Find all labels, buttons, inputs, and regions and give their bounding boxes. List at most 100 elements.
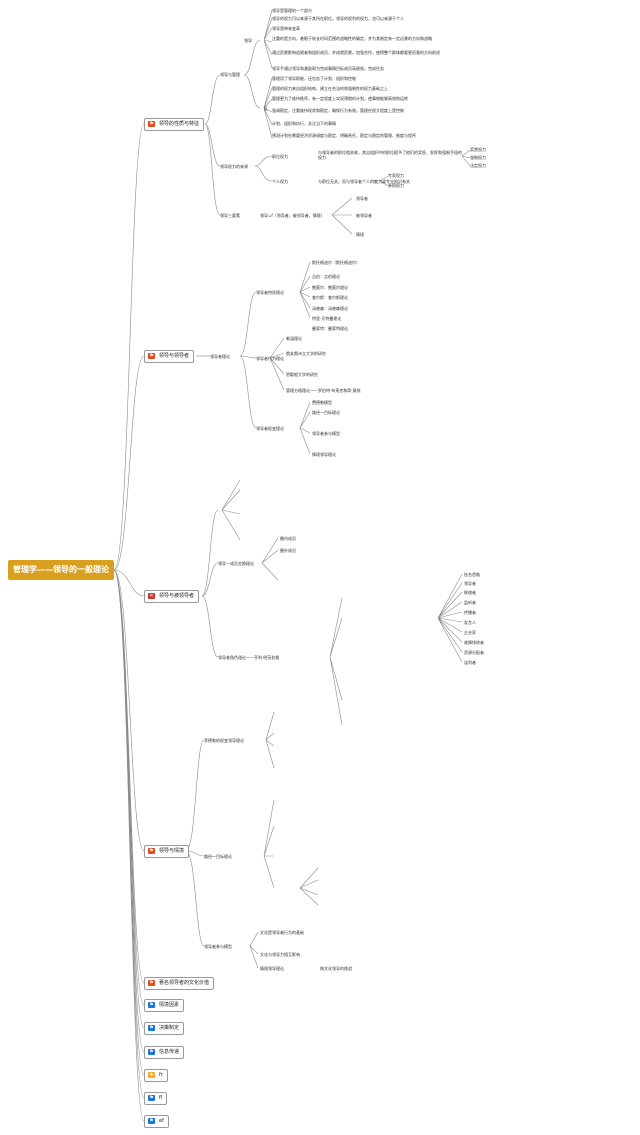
leaf-text: 特里·贝特曼理论 [312,316,342,321]
node-personal-power[interactable]: 个人权力 [272,179,288,184]
branch-followers[interactable]: ✕ 领导与被领导者 [144,590,200,603]
leaf-text: 情境 [356,232,364,237]
star-icon: ★ [148,1072,155,1078]
leaf-text: 法定权力 [470,163,486,168]
role-leaf: 监听者 [464,600,476,605]
leaf-text: 通过愿景影响追随者和组织成员，并成就愿景。加强合作，使得整个群体都要更愿意的方向… [272,50,440,55]
leaf-text: 文化是领导者行为的基础 [260,930,304,935]
node-leader-theory[interactable]: 领导者理论 [210,354,230,359]
leaf-text: 预测计划在需要经济资源调度与稳定、明确责任，稳定与稳定的管理、制度与程序 [272,133,416,138]
branch-situation[interactable]: ⚑ 领导与情境 [144,845,190,858]
leaf-text: 勒温理论 [286,336,302,341]
branch-label: 领导与被领导者 [159,593,195,599]
leaf-text: 圈外成员 [280,548,296,553]
flag-icon: ⚑ [148,980,155,986]
branch-nature[interactable]: ⚑ 领导的性质与特征 [144,118,205,131]
branch-ef[interactable]: ⚑ ef [144,1115,169,1128]
branch-label: 著名领导者的文化价值 [159,980,210,986]
leaf-text: 跨文化领导的挑战 [320,966,352,971]
branch-culture[interactable]: ⚑ 著名领导者的文化价值 [144,977,215,990]
role-leaf: 传播者 [464,610,476,615]
mindmap-root[interactable]: 管理学——领导的一般理论 [8,560,114,580]
leaf-text: 领导的权力可以来源于其所在职位，领导的权利的权力，也可以来源于个人 [272,16,404,21]
node-fiedler[interactable]: 菲德勒的权变领导理论 [204,738,244,743]
leaf-text: 强调稳定，注重维持现状和稳定，确保行为有效，管理在很大程度上是控制 [272,108,404,113]
leaf-text: 专家权力 [388,173,404,178]
role-leaf: 挂名首脑 [464,572,480,577]
branch-leader[interactable]: ⚑ 领导与领导者 [144,350,195,363]
leaf-text: 领导者 [356,196,368,201]
leaf-text: 圈内成员 [280,536,296,541]
leaf-text: 密歇根大学的研究 [286,372,318,377]
branch-label: 情境因素 [159,1002,180,1008]
node-behavior-theory[interactable]: 领导者行为理论 [256,356,284,361]
role-leaf: 谈判者 [464,660,476,665]
branch-label: 领导与领导者 [159,353,190,359]
node-position-power[interactable]: 职位权力 [272,154,288,159]
node-leadership-vs-management[interactable]: 领导与管理 [220,72,240,77]
branch-label: 决策制定 [159,1025,180,1031]
x-icon: ✕ [148,593,155,599]
flag-icon: ⚑ [148,1118,155,1124]
branch-fl[interactable]: ⚑ fl [144,1092,168,1105]
leaf-text: 费德勒模型 [312,400,332,405]
node-path-goal[interactable]: 路径—目标理论 [204,854,232,859]
leaf-text: 鲍莫尔：鲍莫尔理论 [312,285,348,290]
leaf-text: 管理方格理论——罗伯特·布莱克和简·莫顿 [286,388,361,393]
role-leaf: 发言人 [464,620,476,625]
flag-icon: ⚑ [148,1049,155,1055]
leaf-text: 领导=f（领导者，被领导者，情境） [260,213,325,218]
leaf-text: 领导者参与模型 [312,431,340,436]
node-role-theory[interactable]: 领导者角色理论——亨利·明茨伯格 [218,655,280,660]
branch-label: fl [159,1095,163,1101]
leaf-text: 领导是管理的一个部分 [272,8,312,13]
leaf-text: 计划、组织和执行，关注当下的事情 [272,121,336,126]
leaf-text: 斯托格迪尔（斯托格迪尔） [312,260,360,265]
branch-info[interactable]: ⚑ 信息传递 [144,1046,185,1059]
leaf-text: 文化与领导力相互影响 [260,952,300,957]
leaf-text: 情境领导理论 [312,452,336,457]
leaf-text: 与领导者的职位相关联，其自组织中的职位赋予了他们的奖惩、发挥和强制手段的权力 [318,150,462,160]
node-difference[interactable]: 区 [264,106,268,111]
branch-decision[interactable]: ⚑ 决策制定 [144,1022,185,1035]
node-leadership[interactable]: 领导 [244,38,252,43]
leaf-text: 管理用了领导职能，还包含了计划、组织和控制 [272,76,356,81]
leaf-text: 与职位无关，而与领导者个人的魅力或专业知识有关 [318,179,410,184]
leaf-text: 奖赏权力 [470,147,486,152]
flag-icon: ⚑ [148,1025,155,1031]
leaf-text: 参照权力 [388,183,404,188]
leaf-text: 查尔斯：查尔斯理论 [312,295,348,300]
branch-label: fr [159,1072,163,1078]
leaf-text: 路径—目标理论 [312,410,340,415]
node-contingency-theory[interactable]: 领导者权变理论 [256,426,284,431]
branch-label: 领导的性质与特征 [159,121,200,127]
leaf-text: 领导是带来变革 [272,26,300,31]
branch-label: ef [159,1118,164,1124]
branch-factors[interactable]: ⚑ 情境因素 [144,999,185,1012]
node-situational[interactable]: 情境领导理论 [260,966,284,971]
leaf-text: 被领导者 [356,213,372,218]
leaf-text: 注重的是方向，着眼于较长时间范围的战略性的确定，并为其制定有一定远景的方向和战略 [272,36,432,41]
role-leaf: 领导者 [464,581,476,586]
node-lmx-theory[interactable]: 领导—成员交换理论 [218,561,254,566]
leaf-text: 领导手通过领导和激励帮为完成事情目标成员高绩效，完成任务 [272,66,384,71]
leaf-text: 管理的权力来自组织结构，建立在合法的和强制性的权力基础之上 [272,86,388,91]
flag-icon: ⚑ [148,121,155,127]
branch-label: 信息传递 [159,1049,180,1055]
leaf-text: 管理更为了维持秩序，有一定程度上实现预期的计划，使事物能够高效地运转 [272,96,408,101]
node-three-elements[interactable]: 领导三要素 [220,213,240,218]
flag-icon: ⚑ [148,1095,155,1101]
leaf-text: 俄亥俄州立大学的研究 [286,351,326,356]
node-trait-theory[interactable]: 领导者特质理论 [256,290,284,295]
node-power-source[interactable]: 领导权力的来源 [220,164,248,169]
leaf-text: 曼索特：曼索特理论 [312,326,348,331]
leaf-text: 强制权力 [470,155,486,160]
leaf-text: 汤普森：汤普森理论 [312,306,348,311]
role-leaf: 联络者 [464,590,476,595]
branch-fr[interactable]: ★ fr [144,1069,168,1082]
flag-icon: ⚑ [148,353,155,359]
flag-icon: ⚑ [148,848,155,854]
role-leaf: 企业家 [464,630,476,635]
flag-icon: ⚑ [148,1002,155,1008]
node-participation[interactable]: 领导者参与模型 [204,944,232,949]
